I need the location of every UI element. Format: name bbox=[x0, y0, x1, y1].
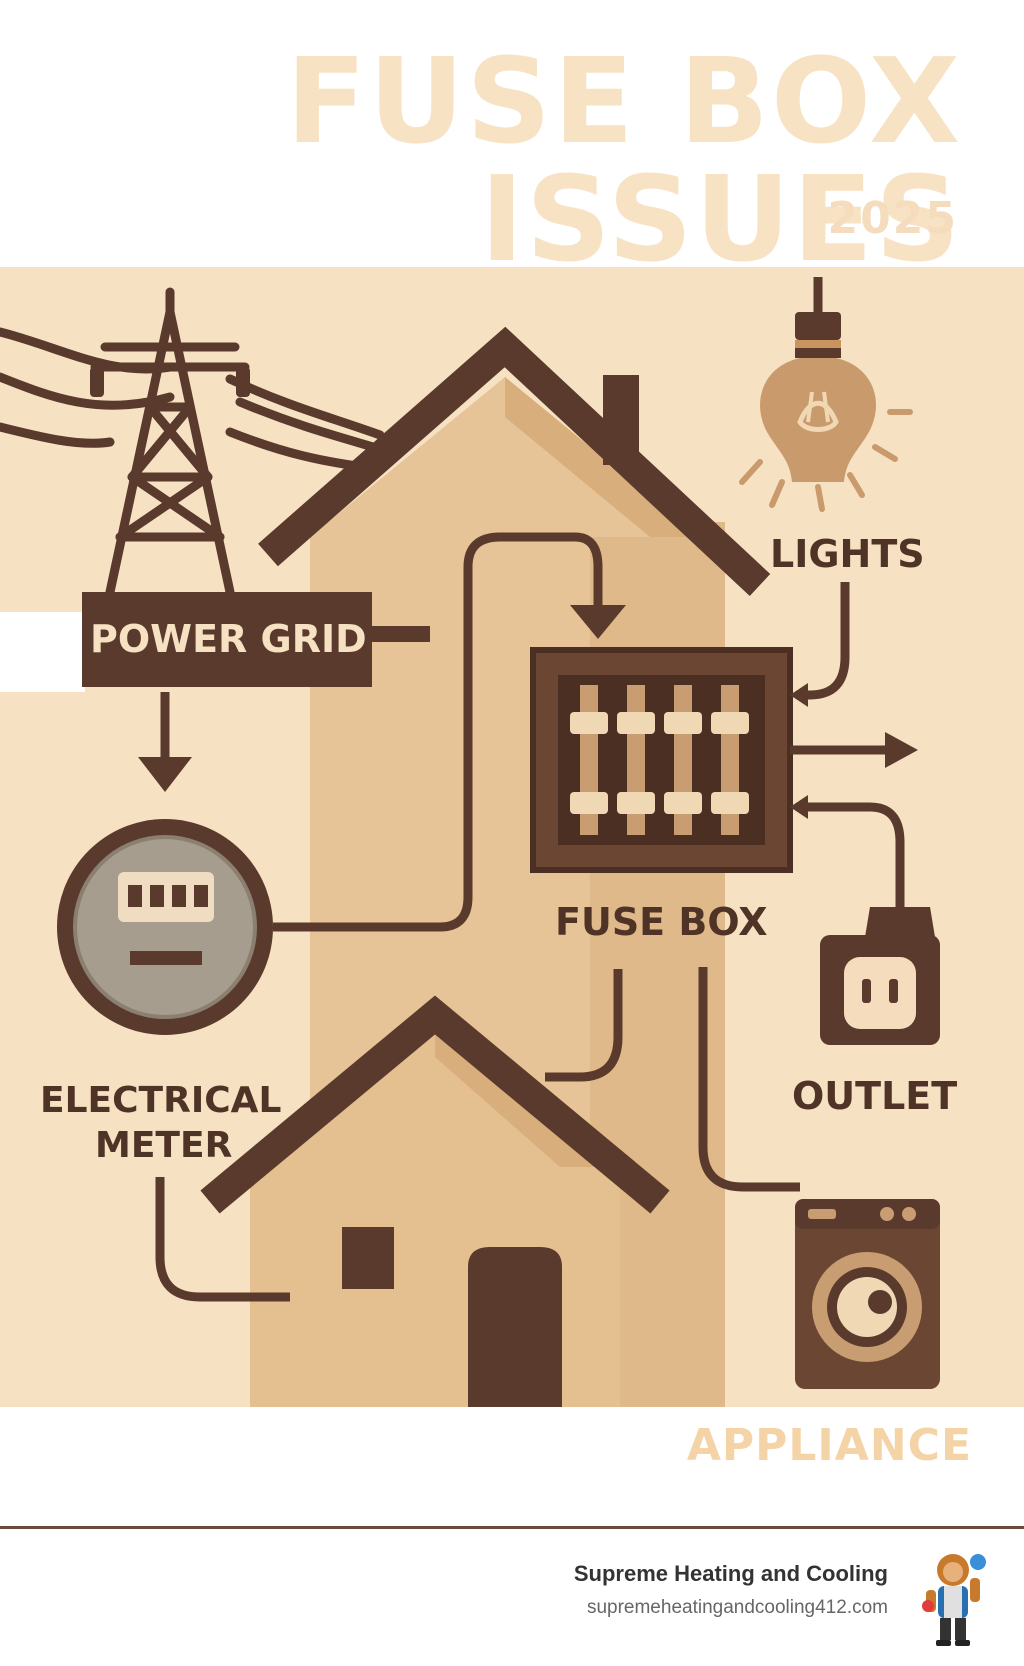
brand-name: Supreme Heating and Cooling bbox=[573, 1561, 888, 1586]
page-title: FUSE BOX ISSUES bbox=[285, 32, 962, 288]
outlet-icon bbox=[820, 907, 940, 1045]
fuse-box-icon bbox=[530, 647, 793, 873]
outlet-label: OUTLET bbox=[792, 1074, 957, 1118]
electrical-meter-icon bbox=[57, 819, 273, 1035]
brand-url: supremeheatingandcooling412.com bbox=[586, 1597, 888, 1618]
mascot-logo-icon bbox=[922, 1554, 986, 1646]
grid-to-meter-arrow bbox=[138, 692, 192, 792]
electrical-diagram: POWER GRID bbox=[0, 267, 1024, 1407]
small-house-icon bbox=[200, 995, 670, 1407]
appliance-label: APPLIANCE bbox=[686, 1420, 972, 1471]
footer-divider bbox=[0, 1526, 1024, 1529]
power-tower-icon bbox=[0, 287, 385, 597]
electrical-meter-label-line2: METER bbox=[95, 1125, 232, 1166]
electrical-meter-label-line1: ELECTRICAL bbox=[40, 1080, 281, 1121]
washing-machine-icon bbox=[795, 1199, 940, 1389]
fuse-box-label: FUSE BOX bbox=[555, 900, 768, 944]
power-grid-box: POWER GRID bbox=[82, 592, 430, 687]
lights-label: LIGHTS bbox=[770, 532, 925, 576]
power-grid-label: POWER GRID bbox=[90, 617, 367, 661]
light-bulb-icon bbox=[739, 277, 913, 512]
year-label: 2025 bbox=[827, 193, 958, 244]
